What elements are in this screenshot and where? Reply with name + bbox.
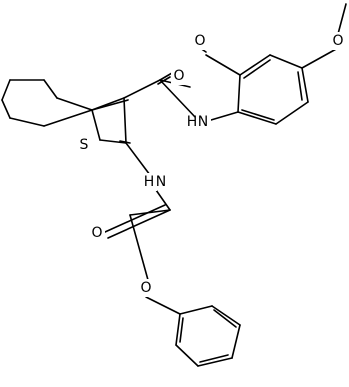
bond-33 [155, 189, 171, 211]
bond-15 [159, 72, 173, 81]
bond-47 [179, 317, 184, 343]
bond-17 [159, 79, 197, 119]
atom-label-o-methoxy-para: O [332, 33, 343, 49]
bond-24 [237, 111, 277, 125]
bond-32 [125, 142, 151, 176]
bond-37 [129, 214, 149, 281]
bond-5 [9, 117, 45, 127]
bond-31 [337, 3, 347, 35]
bond-21 [269, 54, 303, 69]
bond-10 [91, 109, 101, 141]
bond-13 [123, 79, 161, 99]
atom-label-o-amide-carbonyl: O [173, 68, 184, 84]
bond-43 [175, 344, 199, 367]
bonds [1, 3, 347, 367]
bond-25 [243, 59, 271, 79]
bond-16 [157, 76, 171, 85]
bond-27 [241, 109, 275, 121]
atom-label-o-methoxy-ortho: O [194, 33, 205, 49]
bond-8 [123, 97, 127, 144]
bond-44 [175, 313, 181, 346]
bond-28 [205, 54, 241, 76]
atom-label-n-amide: N [198, 114, 208, 130]
atom-label-h-amide: H [187, 114, 198, 130]
atom-label-h-acetamide: H [144, 174, 155, 190]
bond-26 [297, 71, 303, 101]
atom-label-n-acetamide: N [156, 174, 166, 190]
bond-3 [1, 79, 11, 101]
atom-label-o-acetamide-carbonyl: O [91, 225, 102, 241]
atom-label-s-thiophene: S [80, 137, 89, 153]
bond-18 [210, 111, 239, 121]
bond-40 [211, 305, 241, 326]
bond-39 [179, 305, 213, 315]
bond-36 [104, 204, 166, 233]
atom-labels: O O O N H S N H O O [76, 32, 346, 297]
bond-19 [237, 74, 241, 113]
bond-41 [231, 324, 241, 359]
bond-45 [213, 309, 237, 328]
bond-4 [1, 99, 11, 119]
bond-38 [145, 296, 181, 315]
bond-12 [119, 140, 131, 144]
bond-20 [239, 54, 271, 76]
bond-22 [301, 67, 309, 103]
atom-label-o-phenoxy-ether: O [140, 280, 151, 296]
bond-23 [275, 101, 309, 125]
bond-6 [43, 109, 93, 127]
bond-9 [99, 139, 127, 144]
bond-42 [197, 357, 233, 367]
bond-1 [43, 79, 58, 99]
bond-46 [199, 354, 229, 363]
bond-30 [301, 47, 339, 69]
bond-0 [56, 97, 93, 111]
bond-11 [91, 99, 129, 111]
bond-35 [107, 209, 171, 239]
